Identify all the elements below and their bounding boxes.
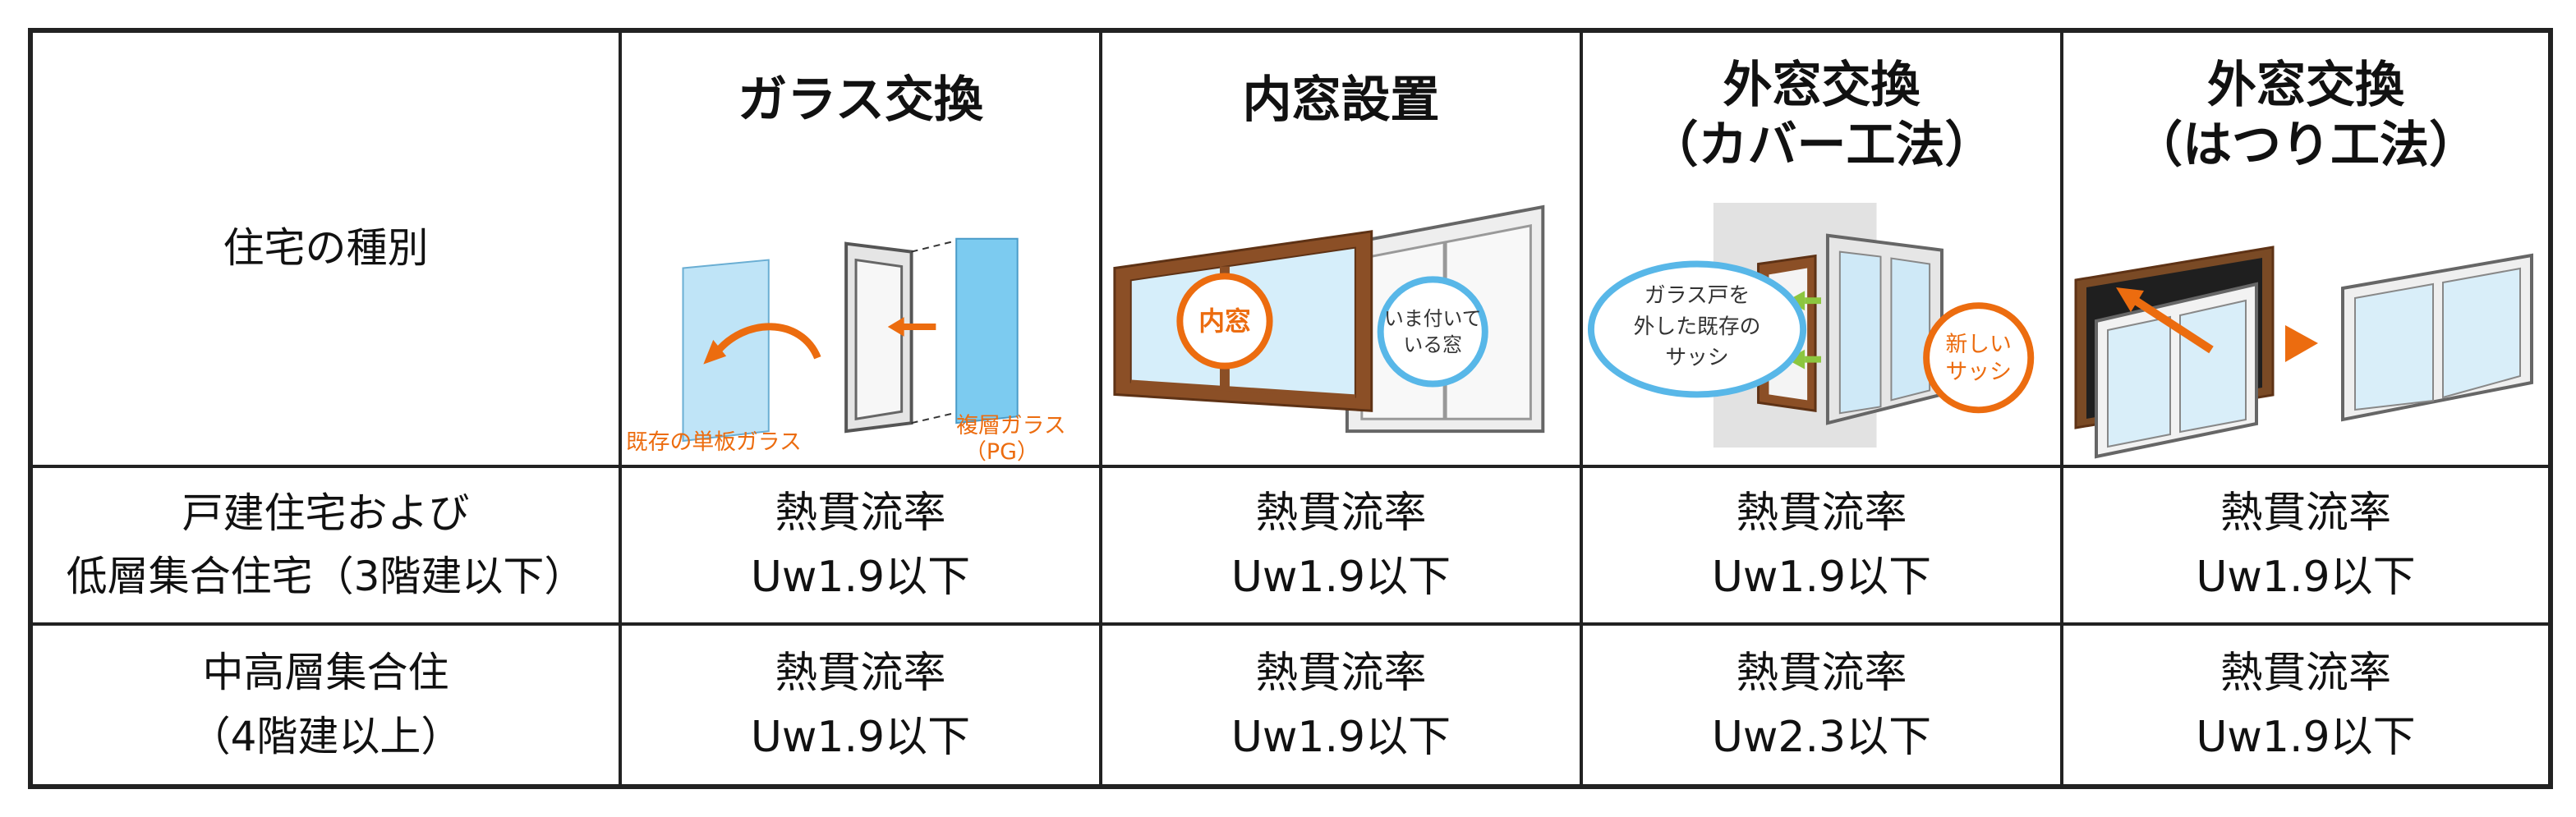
illus-label-existing-3: サッシ: [1665, 346, 1728, 370]
value-cell: 熱貫流率 Uw1.9以下: [622, 468, 1102, 626]
illus-label-existing-2: いる窓: [1403, 333, 1461, 356]
value-uw: Uw1.9以下: [2196, 553, 2416, 602]
value-uw: Uw2.3以下: [1711, 712, 1932, 762]
row-type-line: 低層集合住宅（3階建以下）: [66, 553, 586, 600]
illus-label-new-glass: 複層ガラス: [956, 413, 1065, 438]
value-label: 熱貫流率: [1255, 489, 1427, 538]
value-label: 熱貫流率: [775, 648, 946, 698]
double-glazing-pane: [955, 237, 1019, 425]
column-title-line: 外窓交換: [1723, 57, 1920, 114]
column-title-line: ガラス交換: [738, 71, 983, 129]
row-type-line: 中高層集合住: [202, 649, 449, 696]
illus-label-pg: （PG）: [964, 439, 1039, 465]
header-type-cell: 住宅の種別: [33, 33, 622, 468]
column-title-line: （はつり工法）: [2133, 117, 2478, 175]
remove-arrow: [712, 323, 821, 360]
value-uw: Uw1.9以下: [1711, 553, 1932, 602]
column-title-line: 外窓交換: [2207, 57, 2404, 114]
header-glass-replacement: ガラス交換 既存の単板ガラス 複層ガラス （PG）: [622, 33, 1102, 468]
inner-window-illustration: 内窓 いま付いて いる窓: [1102, 186, 1580, 465]
glass-replacement-illustration: 既存の単板ガラス 複層ガラス （PG）: [622, 186, 1099, 465]
value-cell: 熱貫流率 Uw1.9以下: [2063, 626, 2548, 784]
value-cell: 熱貫流率 Uw1.9以下: [1102, 468, 1583, 626]
column-title: 外窓交換 （はつり工法）: [2133, 56, 2478, 176]
illus-label-new-1: 新しい: [1945, 332, 2011, 357]
value-cell: 熱貫流率 Uw1.9以下: [1583, 468, 2063, 626]
header-inner-window: 内窓設置 内窓 いま付いて いる窓: [1102, 33, 1583, 468]
column-title: 内窓設置: [1243, 71, 1440, 131]
value-cell: 熱貫流率 Uw1.9以下: [2063, 468, 2548, 626]
illus-label-new-2: サッシ: [1945, 360, 2011, 385]
value-label: 熱貫流率: [2220, 648, 2391, 698]
row-type-line: （4階建以上）: [189, 712, 462, 760]
value-label: 熱貫流率: [775, 489, 946, 538]
value-uw: Uw1.9以下: [750, 712, 971, 762]
row-type-line: 戸建住宅および: [182, 489, 470, 537]
value-label: 熱貫流率: [2220, 489, 2391, 538]
value-cell: 熱貫流率 Uw2.3以下: [1583, 626, 2063, 784]
header-cover-method: 外窓交換 （カバー工法） ガラス戸を 外した既存の サッシ 新しい: [1583, 33, 2063, 468]
existing-sash-callout: [1587, 260, 1807, 398]
remove-arrow: [2127, 292, 2214, 354]
value-uw: Uw1.9以下: [750, 553, 971, 602]
illus-label-existing-2: 外した既存の: [1634, 314, 1761, 339]
value-label: 熱貫流率: [1255, 648, 1427, 698]
value-cell: 熱貫流率 Uw1.9以下: [1102, 626, 1583, 784]
illus-label-inner: 内窓: [1198, 306, 1251, 337]
value-uw: Uw1.9以下: [1230, 712, 1451, 762]
inner-window-callout: [1176, 273, 1273, 369]
value-uw: Uw1.9以下: [2196, 712, 2416, 762]
illus-label-old-glass: 既存の単板ガラス: [626, 429, 802, 455]
column-title-line: 内窓設置: [1242, 71, 1440, 129]
cover-method-illustration: ガラス戸を 外した既存の サッシ 新しい サッシ: [1583, 186, 2060, 465]
row-type-high-rise: 中高層集合住 （4階建以上）: [33, 626, 622, 784]
old-glass-pane: [682, 259, 770, 443]
type-header-label: 住宅の種別: [223, 224, 429, 273]
row-type-low-rise: 戸建住宅および 低層集合住宅（3階建以下）: [33, 468, 622, 626]
value-label: 熱貫流率: [1736, 648, 1907, 698]
window-performance-table: 住宅の種別 ガラス交換 既存の単板ガラス 複層ガラス （PG）: [28, 28, 2553, 789]
illus-label-existing-1: ガラス戸を: [1644, 283, 1750, 308]
column-title: ガラス交換: [738, 71, 983, 131]
value-label: 熱貫流率: [1736, 489, 1907, 538]
value-cell: 熱貫流率 Uw1.9以下: [622, 626, 1102, 784]
column-title: 外窓交換 （カバー工法）: [1649, 56, 1994, 176]
value-uw: Uw1.9以下: [1230, 553, 1451, 602]
header-chipping-method: 外窓交換 （はつり工法）: [2063, 33, 2548, 468]
illus-label-existing-1: いま付いて: [1384, 307, 1481, 330]
new-sash-callout: [1923, 302, 2035, 414]
column-title-line: （カバー工法）: [1649, 117, 1994, 175]
chipping-method-illustration: [2063, 186, 2548, 465]
existing-window-callout: [1377, 276, 1488, 388]
next-step-arrow: [2285, 325, 2318, 362]
